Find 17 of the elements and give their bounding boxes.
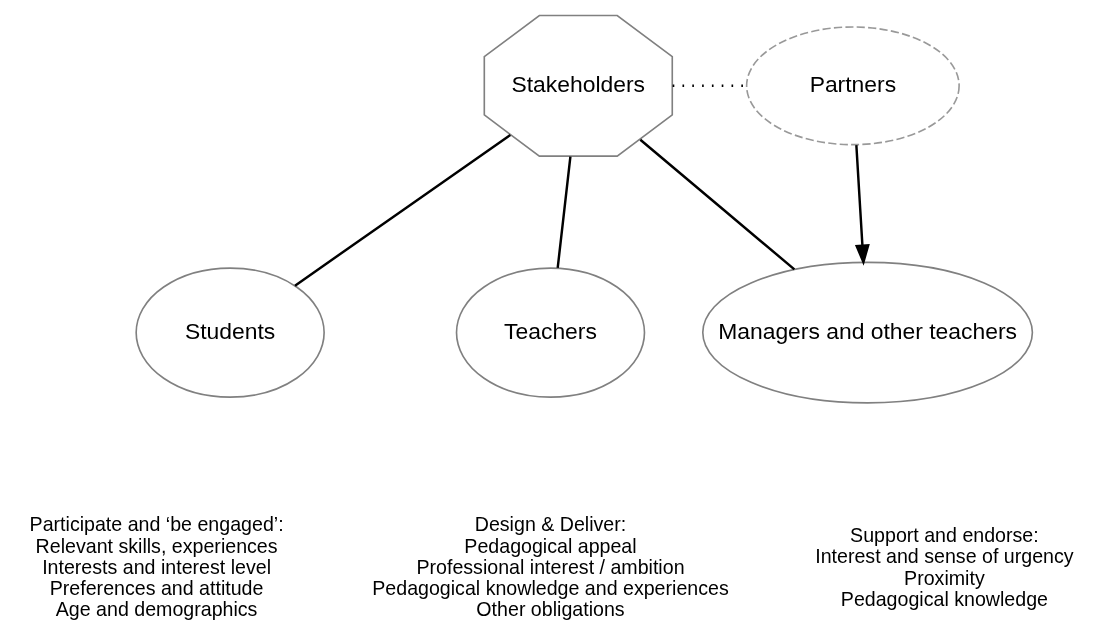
node-label: Relevant skills, experiences bbox=[35, 534, 278, 557]
node-label: Participate and ‘be engaged’: bbox=[29, 512, 284, 535]
connector bbox=[639, 138, 796, 270]
node-label: Support and endorse: bbox=[850, 523, 1039, 546]
node-label: Pedagogical knowledge and experiences bbox=[372, 576, 729, 599]
node-ellipse: Students bbox=[135, 266, 325, 398]
node-ellipse: Partners bbox=[745, 25, 960, 145]
node-label: Proximity bbox=[904, 566, 985, 588]
node-label: Preferences and attitude bbox=[49, 576, 264, 599]
node-label: Age and demographics bbox=[55, 597, 258, 620]
node-ellipse: Teachers bbox=[455, 266, 646, 398]
node-ellipse: Managers and other teachers bbox=[701, 261, 1034, 404]
connector bbox=[294, 133, 512, 287]
connector bbox=[556, 155, 572, 268]
node-label: Pedagogical appeal bbox=[464, 534, 637, 557]
arrow bbox=[854, 144, 870, 266]
node-label: Design & Deliver: bbox=[474, 512, 627, 535]
